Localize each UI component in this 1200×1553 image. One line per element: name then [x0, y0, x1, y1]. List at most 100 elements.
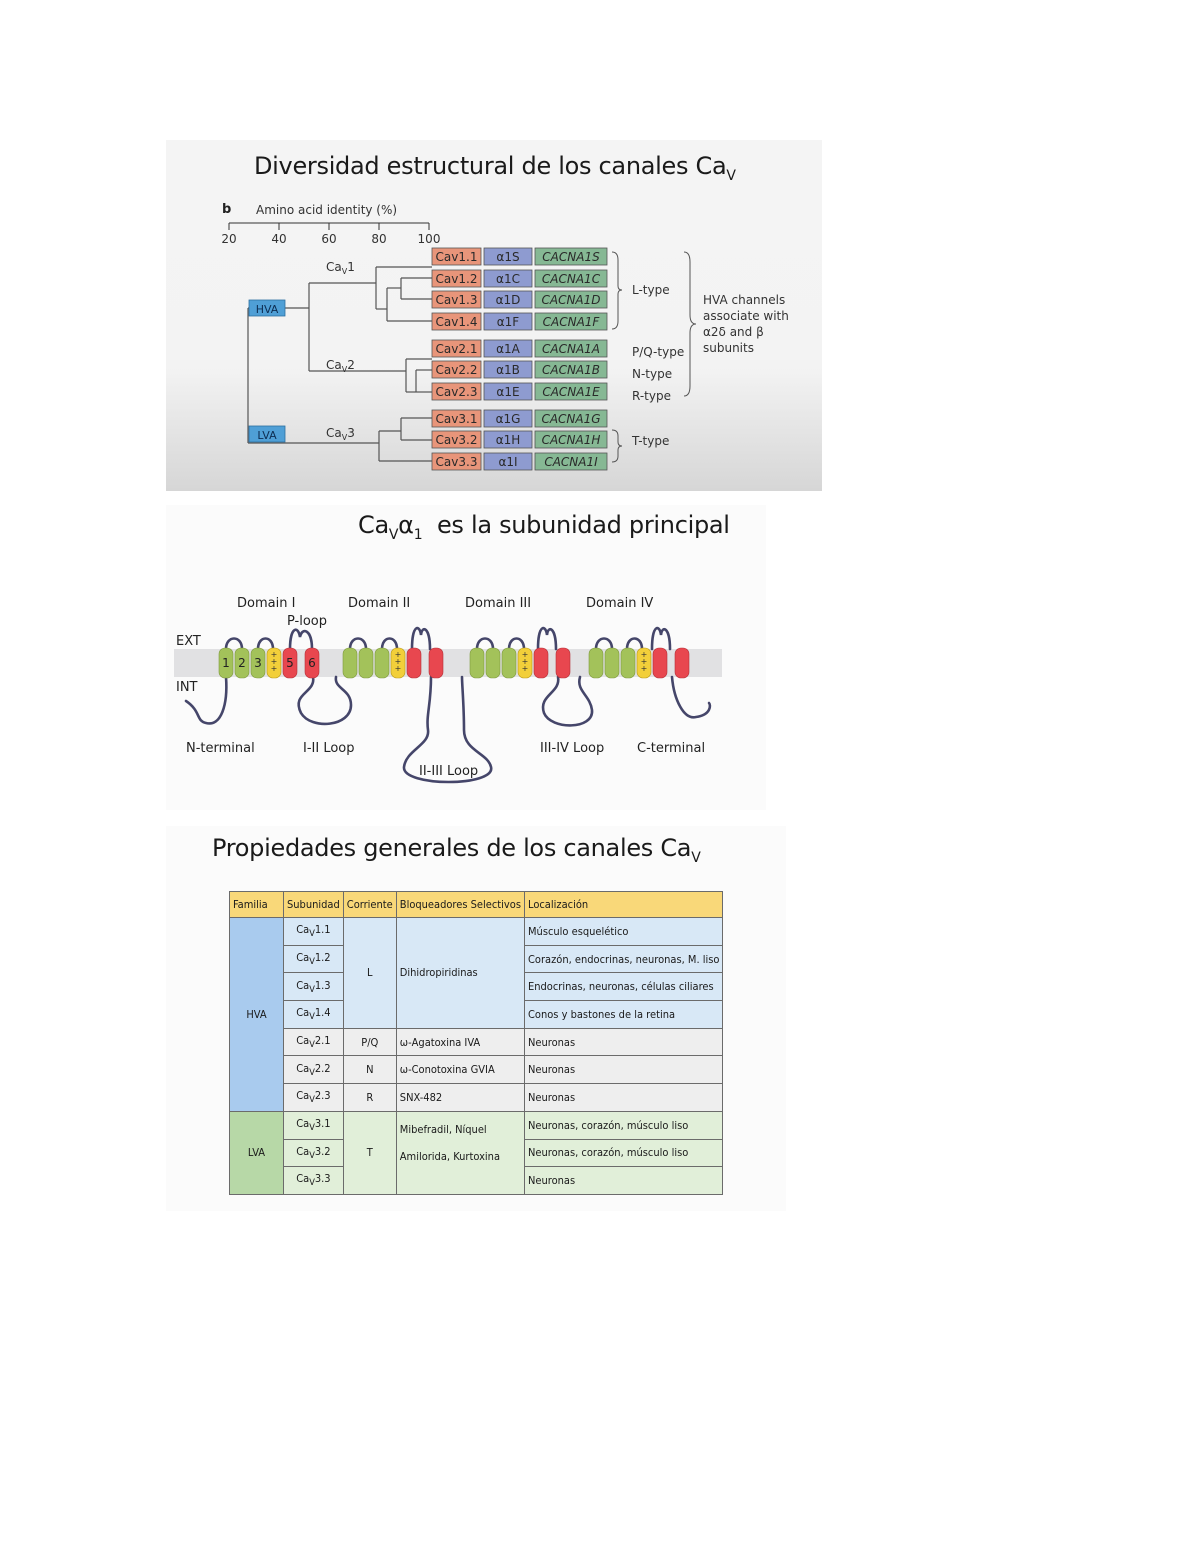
table-row: CaV3.3 Neuronas [230, 1166, 724, 1195]
alpha-label: α1A [496, 342, 521, 356]
properties-panel: Propiedades generales de los canales CaV… [166, 826, 786, 1211]
transmembrane-segment [501, 647, 517, 679]
segment-number: 3 [254, 656, 262, 670]
current-cell: N [342, 1055, 397, 1085]
alpha-box [483, 247, 533, 266]
cav-label: Cav2.2 [436, 363, 478, 377]
gene-box [534, 312, 608, 331]
cav-box [431, 430, 482, 449]
subunit-cell: CaV1.3 [283, 972, 344, 1002]
header-bloqueadores: Bloqueadores Selectivos [395, 891, 526, 918]
current-cell: L [342, 917, 397, 1029]
location-cell: Conos y bastones de la retina [523, 1000, 724, 1029]
type-label-r: R-type [632, 389, 671, 403]
transmembrane-segments: ++++++++++++ [218, 647, 690, 679]
gene-label: CACNA1D [541, 293, 600, 307]
table-row: CaV1.2 Corazón, endocrinas, neuronas, M.… [230, 944, 724, 974]
type-braces [611, 251, 697, 463]
subunit-cell: CaV2.1 [283, 1027, 344, 1057]
panel-letter: b [222, 202, 231, 217]
subunit-cell: CaV3.2 [283, 1138, 344, 1168]
blocker-cell: Dihidropiridinas [395, 917, 526, 1029]
extracellular-loops [224, 626, 672, 651]
table-row: CaV1.4 Conos y bastones de la retina [230, 1000, 724, 1029]
segment-number: 2 [238, 656, 246, 670]
p-loop-label: P-loop [287, 614, 327, 629]
cav-label: Cav1.2 [436, 272, 478, 286]
axis-tick-label: 40 [271, 232, 286, 246]
axis-tick-label: 20 [221, 232, 236, 246]
transmembrane-segment [555, 647, 571, 679]
location-cell: Neuronas [523, 1083, 724, 1112]
intracellular-loops [184, 675, 712, 784]
segment-number: 6 [308, 656, 316, 670]
cav-label: Cav2.3 [436, 385, 478, 399]
loop-label-ii-iii: II-III Loop [419, 764, 478, 779]
phylogeny-panel: Diversidad estructural de los canales Ca… [166, 140, 822, 491]
cav-label: Cav3.2 [436, 433, 478, 447]
location-cell: Músculo esquelético [523, 917, 724, 946]
transmembrane-segment [469, 647, 485, 679]
lva-label: LVA [257, 429, 277, 442]
alpha-label: α1S [496, 250, 519, 264]
alpha-box [483, 430, 533, 449]
cav-label: Cav1.4 [436, 315, 478, 329]
transmembrane-segment [374, 647, 390, 679]
table-row: CaV2.2 N ω-Conotoxina GVIA Neuronas [230, 1055, 724, 1085]
location-cell: Corazón, endocrinas, neuronas, M. liso [523, 944, 724, 974]
voltage-sensor-segment [517, 647, 533, 679]
panel2-title: CaVα1 es la subunidad principal [358, 511, 730, 543]
cav-label: Cav1.1 [436, 250, 478, 264]
subunit-cell: CaV3.1 [283, 1110, 344, 1140]
alpha-label: α1I [498, 455, 517, 469]
axis-tick-label: 80 [371, 232, 386, 246]
positive-charge-icon: + [522, 664, 529, 673]
family-label-cav1: CaV1 [326, 260, 355, 276]
location-cell: Neuronas [523, 1027, 724, 1057]
phylogeny-tree: b Amino acid identity (%) 20 40 60 80 10… [221, 202, 789, 471]
domain-label: Domain IV [586, 596, 653, 611]
domain-label: Domain I [237, 596, 295, 611]
domain-label: Domain III [465, 596, 531, 611]
alpha-label: α1D [496, 293, 521, 307]
alpha-label: α1C [496, 272, 520, 286]
axis-tick-label: 100 [418, 232, 441, 246]
lva-box [248, 425, 286, 443]
topology-panel: CaVα1 es la subunidad principal Domain I… [166, 505, 766, 810]
loop-label-c-terminal: C-terminal [637, 741, 705, 756]
gene-label: CACNA1H [542, 433, 601, 447]
segment-number: 1 [222, 656, 230, 670]
table-header-row: Familia Subunidad Corriente Bloqueadores… [229, 891, 724, 918]
cav-box [431, 247, 482, 266]
alpha-label: α1G [496, 412, 521, 426]
alpha-box [483, 290, 533, 309]
location-cell: Neuronas [523, 1055, 724, 1085]
positive-charge-icon: + [395, 664, 402, 673]
gene-box [534, 269, 608, 288]
gene-box [534, 247, 608, 266]
voltage-sensor-segment [266, 647, 282, 679]
hva-note-line: α2δ and β [703, 325, 764, 339]
positive-charge-icon: + [641, 657, 648, 666]
voltage-sensor-segment [636, 647, 652, 679]
alpha-box [483, 312, 533, 331]
transmembrane-segment [674, 647, 690, 679]
transmembrane-segment [620, 647, 636, 679]
subunit-cell: CaV1.2 [283, 944, 344, 974]
location-cell: Neuronas [523, 1166, 724, 1195]
gene-label: CACNA1G [541, 412, 600, 426]
loop-label-i-ii: I-II Loop [303, 741, 355, 756]
positive-charge-icon: + [271, 657, 278, 666]
axis-tick-label: 60 [321, 232, 336, 246]
segment-number: 5 [286, 656, 294, 670]
header-corriente: Corriente [342, 891, 397, 918]
gene-label: CACNA1F [543, 315, 601, 329]
gene-box [534, 452, 608, 471]
gene-box [534, 430, 608, 449]
cav-box [431, 382, 482, 401]
blocker-cell: SNX-482 [395, 1083, 526, 1112]
header-subunidad: Subunidad [283, 891, 344, 918]
cav-box [431, 269, 482, 288]
transmembrane-segment [428, 647, 444, 679]
